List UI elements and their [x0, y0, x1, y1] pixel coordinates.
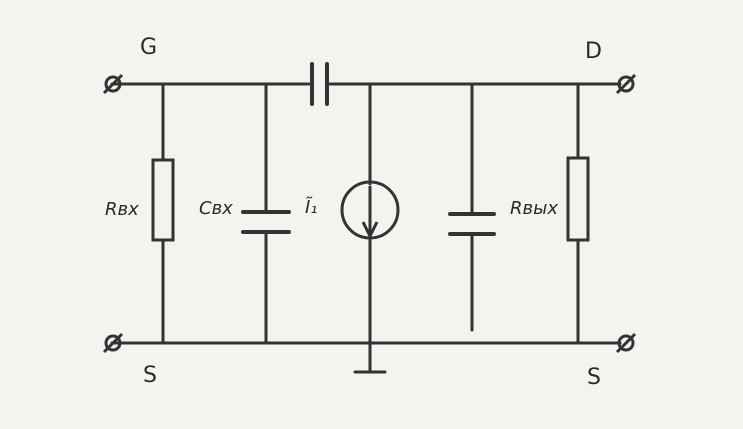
current-source-arrow-icon [361, 221, 379, 240]
source-label-right: S [587, 365, 601, 390]
output-resistor [566, 156, 590, 242]
input-resistor-label: Rвх [105, 199, 139, 220]
output-resistor-label: Rвых [510, 198, 558, 219]
source-terminal-right [615, 332, 637, 354]
current-source-label: Ĩ₁ [305, 196, 318, 218]
input-resistor [151, 158, 175, 242]
source-terminal-left [102, 332, 124, 354]
drain-terminal [615, 73, 637, 95]
gate-terminal [102, 73, 124, 95]
input-capacitor-label: Cвх [199, 198, 233, 219]
gate-label: G [140, 35, 157, 60]
source-label-left: S [143, 363, 157, 388]
drain-label: D [585, 39, 602, 64]
